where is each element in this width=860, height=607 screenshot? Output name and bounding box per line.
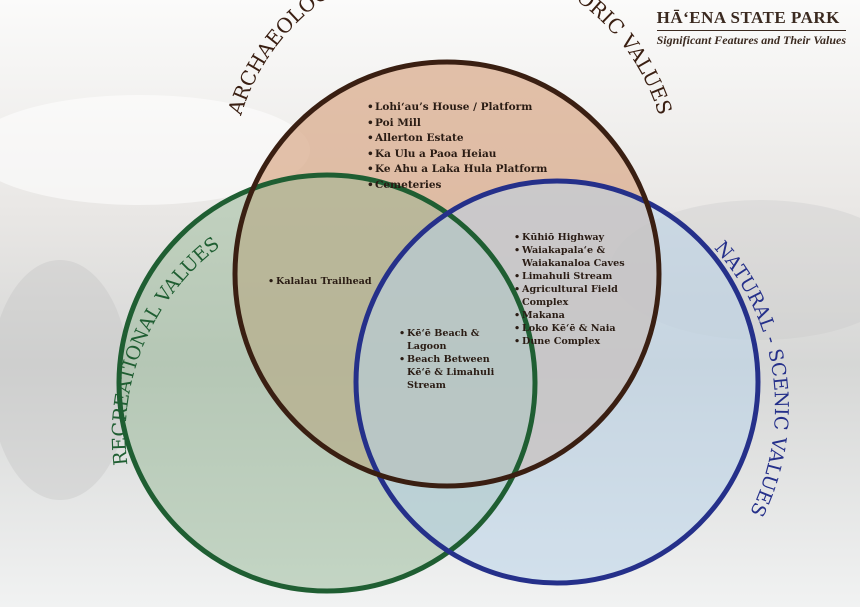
list-item: Kē‘ē Beach & — [399, 327, 494, 340]
list-item: Makana — [514, 309, 625, 322]
list-item: Ke Ahu a Laka Hula Platform — [367, 162, 547, 178]
title-block: HĀ‘ENA STATE PARK Significant Features a… — [656, 8, 846, 48]
list-item: Lohi‘au’s House / Platform — [367, 100, 547, 116]
list-item: Agricultural Field — [514, 283, 625, 296]
background-waterfall — [0, 260, 130, 500]
cultural-natural-list: Kūhiō Highway Waiakapala‘e & Waiakanaloa… — [514, 231, 625, 348]
list-item: Kalalau Trailhead — [268, 275, 372, 288]
page-subtitle: Significant Features and Their Values — [656, 33, 846, 47]
all-three-list: Kē‘ē Beach & Lagoon Beach Between Kē‘ē &… — [399, 327, 494, 392]
list-item: Beach Between — [399, 353, 494, 366]
circle-natural-outline — [353, 178, 761, 586]
list-item: Allerton Estate — [367, 131, 547, 147]
list-item: Ka Ulu a Paoa Heiau — [367, 147, 547, 163]
list-item-continuation: Complex — [522, 297, 569, 308]
list-item-continuation: Waiakanaloa Caves — [522, 258, 625, 269]
list-item: Dune Complex — [514, 335, 625, 348]
page-title: HĀ‘ENA STATE PARK — [656, 8, 846, 31]
background-cloud — [0, 95, 310, 205]
list-item: Limahuli Stream — [514, 270, 625, 283]
list-item-continuation: Lagoon — [407, 341, 447, 352]
circle-recreational-outline — [116, 172, 538, 594]
cultural-only-list: Lohi‘au’s House / Platform Poi Mill Alle… — [367, 100, 547, 193]
list-item: Poi Mill — [367, 116, 547, 132]
cultural-recreational-list: Kalalau Trailhead — [268, 275, 372, 288]
list-item: Loko Kē‘ē & Naia — [514, 322, 625, 335]
circle-cultural-outline — [232, 59, 662, 489]
list-item-continuation: Stream — [407, 380, 446, 391]
list-item: Kūhiō Highway — [514, 231, 625, 244]
list-item-continuation: Kē‘ē & Limahuli — [407, 367, 495, 378]
list-item: Cemeteries — [367, 178, 547, 194]
list-item: Waiakapala‘e & — [514, 244, 625, 257]
